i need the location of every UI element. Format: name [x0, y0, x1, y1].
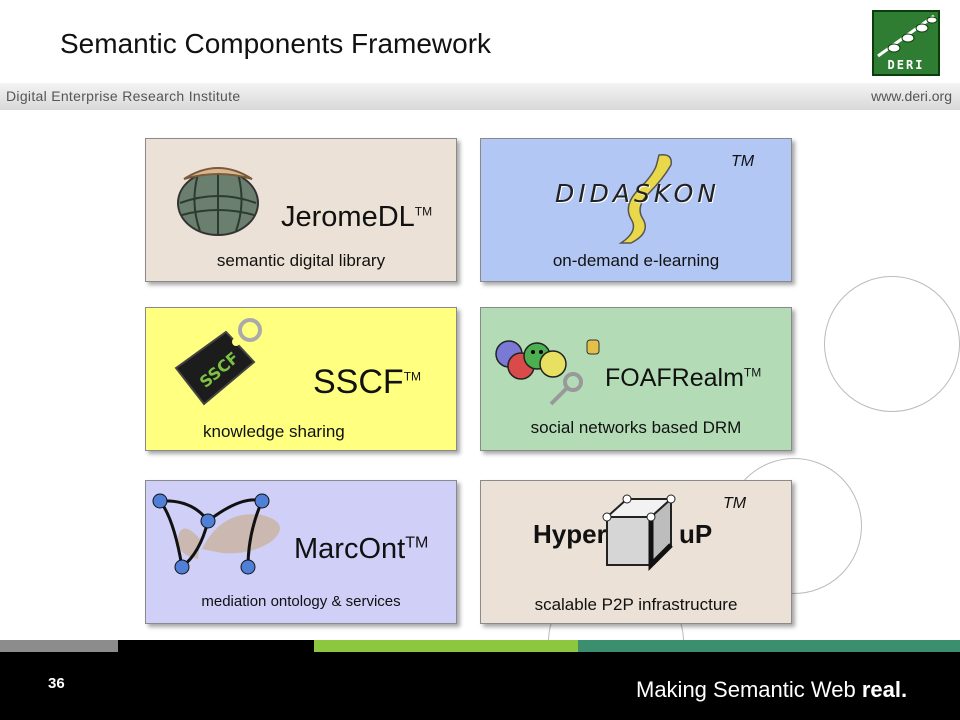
deri-logo-mark-icon — [877, 14, 938, 58]
card-name: JeromeDLTM — [281, 201, 432, 234]
marcont-butterfly-network-icon — [152, 493, 280, 575]
site-url[interactable]: www.deri.org — [871, 88, 952, 104]
card-hyperup[interactable]: Hyper uP TM scalable P2P infrastructure — [480, 480, 792, 624]
trademark-label: TM — [403, 369, 422, 384]
institute-name: Digital Enterprise Research Institute — [6, 88, 241, 104]
product-name-prefix: Hyper — [533, 519, 607, 549]
didaskon-logo-icon — [618, 153, 672, 244]
card-caption: on-demand e-learning — [552, 251, 720, 270]
logo-text: DERI — [887, 58, 925, 72]
footer-bar — [0, 640, 960, 720]
tag-icon: SSCF — [174, 318, 262, 406]
globe-book-icon — [177, 167, 259, 236]
card-name: MarcOntTM — [294, 533, 428, 566]
product-name: SSCF — [313, 363, 404, 401]
tagline: Making Semantic Web real. — [636, 677, 907, 703]
card-name: SSCFTM — [313, 363, 421, 402]
product-name: FOAFRealm — [605, 364, 744, 392]
card-jeromedl[interactable]: JeromeDLTM semantic digital library — [145, 138, 457, 282]
footer-stripe-lime — [314, 640, 578, 652]
trademark-label: TM — [743, 365, 762, 380]
footer-stripe-teal — [578, 640, 960, 652]
footer-stripe-black — [118, 640, 314, 652]
foaf-people-keys-icon — [495, 339, 600, 406]
product-name: JeromeDL — [281, 201, 415, 233]
decorative-circle — [824, 276, 960, 412]
card-sscf[interactable]: SSCF SSCFTM knowledge sharing — [145, 307, 457, 451]
trademark-label: TM — [405, 534, 429, 552]
card-caption: scalable P2P infrastructure — [534, 595, 738, 614]
card-name: FOAFRealmTM — [605, 364, 761, 393]
slide-title: Semantic Components Framework — [60, 28, 492, 59]
card-didaskon[interactable]: DIDASKON TM on-demand e-learning — [480, 138, 792, 282]
trademark-label: TM — [414, 204, 433, 219]
product-name-suffix: uP — [679, 519, 713, 549]
header-band: Digital Enterprise Research Institute ww… — [0, 83, 960, 110]
page-number: 36 — [48, 675, 65, 692]
cube-icon — [602, 494, 676, 572]
footer-stripe-gray — [0, 640, 118, 652]
product-name: DIDASKON — [555, 179, 720, 208]
deri-logo: DERI — [872, 10, 940, 76]
tagline-emphasis: real. — [861, 677, 908, 702]
trademark-label: TM — [723, 495, 747, 512]
card-caption: social networks based DRM — [530, 418, 742, 437]
card-caption: mediation ontology & services — [201, 593, 401, 610]
card-marcont[interactable]: MarcOntTM mediation ontology & services — [145, 480, 457, 624]
card-foafrealm[interactable]: FOAFRealmTM social networks based DRM — [480, 307, 792, 451]
trademark-label: TM — [731, 153, 755, 170]
product-name: MarcOnt — [294, 533, 406, 565]
card-caption: knowledge sharing — [203, 422, 345, 441]
tagline-text: Making Semantic Web — [636, 677, 856, 702]
card-caption: semantic digital library — [216, 251, 386, 270]
